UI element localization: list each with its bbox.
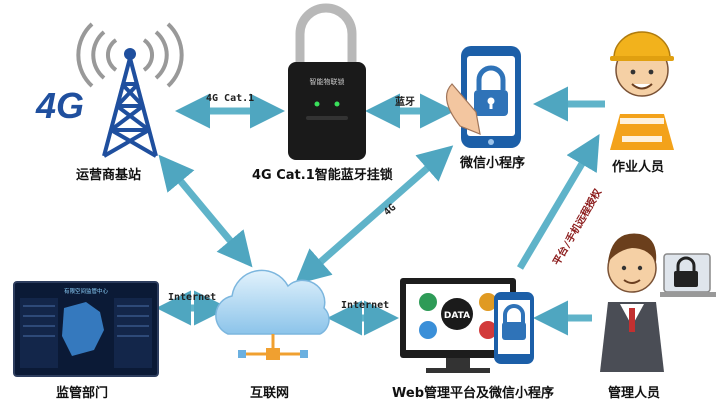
label-worker: 作业人员 [612,160,665,175]
connection-arrows [156,86,605,336]
label-internet: 互联网 [250,386,290,401]
edge-label-lock-phone: 蓝牙 [395,97,415,108]
label-web-platform: Web管理平台及微信小程序 [392,386,554,401]
4g-badge: 4G [35,85,84,126]
data-badge: DATA [444,311,470,321]
label-mini-program: 微信小程序 [460,156,526,171]
monitor-screen-title: 有限空间监管中心 [64,287,109,295]
label-monitor: 监管部门 [56,386,109,401]
smartphone-lock-icon [445,46,521,148]
internet-cloud-icon [215,269,330,360]
label-manager: 管理人员 [608,386,661,401]
base-station-tower-icon [76,22,184,158]
web-platform-monitor-icon: DATA [400,278,534,373]
label-padlock: 4G Cat.1智能蓝牙挂锁 [252,168,393,183]
padlock-device-text: 智能物联锁 [310,77,345,86]
edge-label-station-lock: 4G Cat.1 [206,93,255,104]
smart-padlock-icon: 智能物联锁 [288,3,366,160]
edge-label-cloud-platform: Internet [341,300,390,311]
arrow-phone-cloud [294,145,454,285]
edge-label-monitor-cloud: Internet [168,292,217,303]
manager-with-laptop-icon [600,233,716,372]
monitoring-screen-icon: 有限空间监管中心 [13,281,159,377]
label-base-station: 运营商基站 [76,168,142,183]
worker-with-helmet-icon [610,31,674,150]
arrow-station-cloud [158,154,253,268]
arrow-platform-worker [516,133,600,270]
